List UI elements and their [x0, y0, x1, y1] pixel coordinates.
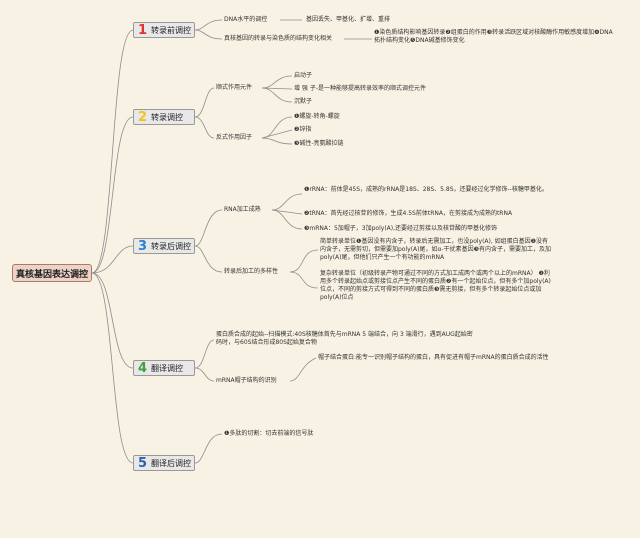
section-4-node[interactable]: 4 翻译调控 — [133, 360, 195, 376]
section-4-label: 翻译调控 — [151, 363, 184, 373]
section-5-node[interactable]: 5 翻译后调控 — [133, 455, 195, 471]
s4-cap-recognition-node[interactable]: mRNA帽子结构的识别 — [216, 377, 277, 384]
s2-helix-turn-helix[interactable]: ❶螺旋-转角-螺旋 — [294, 113, 340, 120]
s3-rna-processing-node[interactable]: RNA加工成熟 — [224, 206, 261, 213]
section-2-number: 2 — [138, 109, 148, 125]
section-5-label: 翻译后调控 — [151, 458, 192, 468]
section-2-label: 转录调控 — [151, 112, 184, 122]
s3-trna-detail[interactable]: ❷tRNA：首先经过核苷的修饰，生成4.5S前体tRNA，在剪接成为成熟的tRN… — [304, 210, 513, 217]
s1-chromatin-node[interactable]: 真核基因的转录与染色质的结构变化相关 — [224, 35, 333, 42]
s4-cap-binding-detail[interactable]: 帽子结合蛋白:能专一识别帽子结构的蛋白，具有促进有帽子mRNA的蛋白质合成的活性 — [318, 354, 549, 361]
section-3-number: 3 — [138, 238, 148, 254]
s2-silencer[interactable]: 沉默子 — [294, 98, 313, 105]
s3-diversity-node[interactable]: 转录后加工的多样性 — [224, 268, 279, 275]
s2-cis-element-node[interactable]: 顺式作用元件 — [216, 84, 253, 91]
section-1-node[interactable]: 1 转录前调控 — [133, 22, 195, 38]
section-3-node[interactable]: 3 转录后调控 — [133, 238, 195, 254]
s3-rrna-detail[interactable]: ❶rRNA：前体是45S，成熟的rRNA是18S、28S、5.8S，还要经过化学… — [304, 186, 548, 193]
section-3-label: 转录后调控 — [151, 241, 192, 251]
s4-initiation-scan-detail[interactable]: 蛋白质合成的起始--扫描模式:40S核糖体首先与mRNA 5 端结合，向 3 端… — [216, 331, 473, 346]
root-label: 真核基因表达调控 — [15, 269, 88, 280]
section-4-number: 4 — [138, 360, 148, 376]
s3-complex-unit-detail[interactable]: 复杂转录单位（初级转录产物可通过不同的方式加工成两个或两个以上的mRNA） ❶利… — [320, 270, 551, 301]
s1-dna-level-node[interactable]: DNA水平的调控 — [224, 16, 268, 23]
s2-zinc-finger[interactable]: ❷锌指 — [294, 126, 312, 133]
s3-mrna-detail[interactable]: ❸mRNA：5加帽子，3加poly(A),还要经过剪接以及核苷酸的甲基化修饰 — [304, 225, 498, 232]
s5-peptide-cleavage-detail[interactable]: ❶多肽的切割：切去前端的信号肽 — [224, 430, 314, 437]
s2-promoter[interactable]: 启动子 — [294, 72, 313, 79]
s2-enhancer[interactable]: 增 强 子-是一种能够提高转录效率的顺式调控元件 — [294, 85, 426, 92]
s3-simple-unit-detail[interactable]: 简单转录单位❶基因没有内含子，转录后无需加工，也没poly(A), 如组蛋白基因… — [320, 238, 551, 261]
s1-chromatin-detail[interactable]: ❶染色质结构影响基因转录❷组蛋白的作用❸转录活跃区域对核酸酶作用敏感度增加❹DN… — [374, 29, 613, 44]
section-2-node[interactable]: 2 转录调控 — [133, 109, 195, 125]
s2-trans-factor-node[interactable]: 反式作用因子 — [216, 134, 253, 141]
root-node[interactable]: 真核基因表达调控 — [12, 264, 92, 282]
s2-leucine-zipper[interactable]: ❸碱性-亮氨酸拉链 — [294, 140, 344, 147]
section-5-number: 5 — [138, 455, 148, 471]
s1-dna-level-detail[interactable]: 基因丢失、甲基化、扩增、重排 — [306, 16, 391, 23]
section-1-label: 转录前调控 — [151, 25, 192, 35]
section-1-number: 1 — [138, 22, 148, 38]
